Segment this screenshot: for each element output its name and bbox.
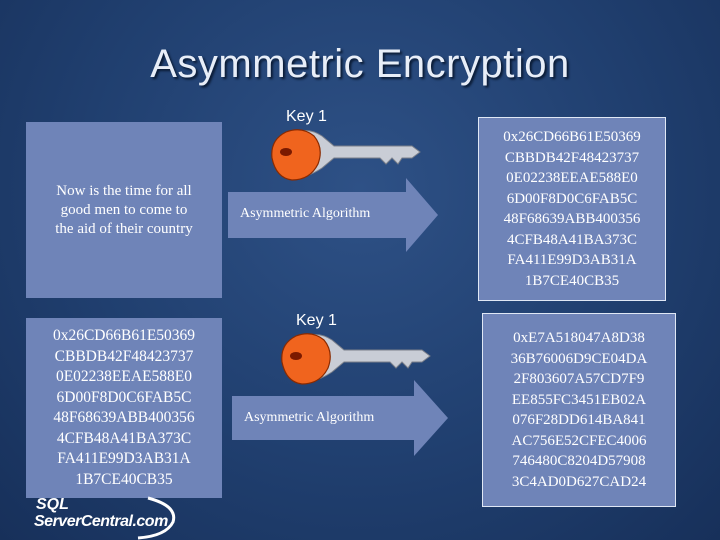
plaintext-box: Now is the time for all good men to come… [26, 122, 222, 298]
sqlservercentral-logo: SQL ServerCentral.com [28, 496, 188, 540]
ciphertext-text-top: 0x26CD66B61E50369 CBBDB42F48423737 0E022… [503, 129, 641, 289]
ciphertext-input-box: 0x26CD66B61E50369 CBBDB42F48423737 0E022… [26, 318, 222, 498]
slide-title: Asymmetric Encryption [150, 42, 570, 86]
key-icon-bottom [281, 333, 431, 385]
key-icon-top [271, 129, 421, 181]
arrow-top [228, 178, 438, 252]
key-label-top: Key 1 [286, 108, 327, 125]
key-label-bottom: Key 1 [296, 312, 337, 329]
plaintext-text: Now is the time for all good men to come… [55, 182, 193, 237]
ciphertext-box-top: 0x26CD66B61E50369 CBBDB42F48423737 0E022… [478, 117, 666, 301]
logo-swoosh-icon [137, 496, 176, 540]
logo-servercentral-text: ServerCentral.com [34, 513, 168, 530]
ciphertext-box-bottom: 0xE7A518047A8D38 36B76006D9CE04DA 2F8036… [482, 313, 676, 507]
algorithm-label-bottom: Asymmetric Algorithm [244, 410, 375, 425]
ciphertext-text-bottom: 0xE7A518047A8D38 36B76006D9CE04DA 2F8036… [510, 330, 648, 490]
algorithm-label-top: Asymmetric Algorithm [240, 206, 371, 221]
arrow-bottom [232, 380, 448, 456]
ciphertext-input-text: 0x26CD66B61E50369 CBBDB42F48423737 0E022… [52, 327, 196, 488]
logo-sql-text: SQL [36, 496, 69, 513]
